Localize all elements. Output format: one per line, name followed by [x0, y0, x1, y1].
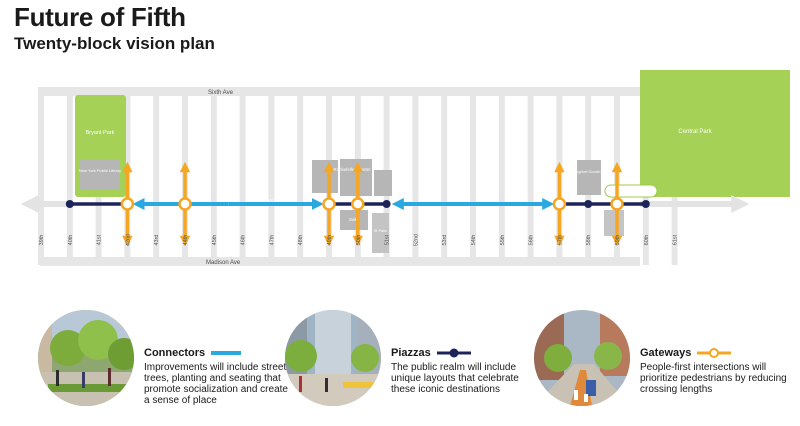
central-park[interactable] [640, 70, 790, 197]
gateways-photo [534, 310, 630, 406]
gateway-44th[interactable] [178, 161, 192, 247]
madison-ave-label: Madison Ave [206, 260, 241, 266]
gateway-49th[interactable] [322, 161, 336, 247]
street-label-51st: 51st [385, 234, 391, 245]
gateways-label: Gateways [640, 347, 692, 359]
gateway-42nd[interactable] [120, 161, 135, 247]
madison-ave-band [40, 257, 640, 266]
cross-street-39th [38, 87, 44, 265]
street-label-52nd: 52nd [413, 234, 419, 246]
fifth-ave-label: Fifth Ave [254, 198, 274, 204]
street-labels: 39th 40th 41st 42nd 43rd 44th 45th 46th 47th 48th… [39, 234, 679, 246]
piazza-dot-icon [436, 348, 471, 358]
library-building[interactable] [80, 159, 120, 190]
street-label-43rd: 43rd [154, 234, 160, 245]
gateway-57th[interactable] [552, 161, 567, 247]
street-label-47th: 47th [269, 235, 275, 246]
street-label-56th: 56th [529, 235, 535, 246]
street-label-58th: 58th [586, 235, 592, 246]
plaza-block[interactable] [604, 210, 624, 236]
bryant-park-label: Bryant Park [86, 130, 115, 136]
gateways [120, 161, 624, 247]
saks-building[interactable] [340, 210, 368, 230]
page-title: Future of Fifth [14, 2, 186, 32]
piazzas-photo [285, 310, 381, 406]
sixth-ave-band [40, 87, 640, 96]
piazzas [65, 200, 650, 208]
cross-street-48th [297, 87, 304, 265]
gateway-59th[interactable] [610, 161, 624, 247]
bergdorf-building[interactable] [577, 160, 601, 195]
street-label-57th: 57th [557, 235, 563, 246]
street-label-53rd: 53rd [442, 234, 448, 245]
connectors-text: Connectors Improvements will include str… [144, 347, 292, 406]
cross-street-56th [527, 87, 534, 265]
cross-street-46th [239, 87, 246, 265]
central-park-label: Central Park [678, 129, 712, 135]
cross-street-43rd [153, 87, 160, 265]
rockefeller-annex[interactable] [374, 170, 392, 196]
gateways-head: Gateways [640, 347, 788, 359]
page-subtitle: Twenty-block vision plan [14, 34, 215, 53]
cross-street-55th [498, 87, 505, 265]
piazza-dot-40th[interactable] [65, 200, 74, 208]
piazzas-head: Piazzas [391, 347, 539, 359]
street-label-42nd: 42nd [125, 234, 131, 246]
piazzas-description: The public realm will include unique lay… [391, 362, 519, 395]
gateways-description: People-first intersections will prioriti… [640, 362, 787, 395]
rockefeller-building[interactable] [312, 160, 338, 193]
cross-street-54th [470, 87, 476, 265]
street-label-54th: 54th [471, 235, 477, 246]
connector-line-icon [211, 351, 242, 355]
street-map: Bryant Park Central Park New York Public… [20, 70, 790, 266]
street-label-49th: 49th [327, 235, 333, 246]
sixth-ave-label: Sixth Ave [208, 90, 234, 96]
cross-street-45th [210, 87, 217, 265]
piazza-dot-58th[interactable] [584, 200, 593, 208]
street-label-50th: 50th [356, 235, 362, 246]
connectors-label: Connectors [144, 347, 206, 359]
gateway-ring-icon [697, 348, 732, 358]
st-pats-label: St Pats [374, 228, 387, 233]
street-label-60th: 60th [644, 235, 650, 246]
cross-street-52nd [412, 87, 419, 265]
street-label-55th: 55th [500, 235, 506, 246]
bergdorf-label: Bergdorf Goodman [572, 169, 606, 174]
connectors-photo [38, 310, 134, 406]
plaza-fountain[interactable] [604, 184, 658, 198]
street-label-59th: 59th [615, 235, 621, 246]
street-label-39th: 39th [39, 235, 45, 246]
rockefeller-label: Rockefeller Center [333, 167, 371, 172]
piazzas-text: Piazzas The public realm will include un… [391, 347, 539, 395]
library-label: New York Public Library [79, 168, 121, 173]
street-label-48th: 48th [298, 235, 304, 246]
gateway-50th[interactable] [351, 161, 365, 247]
st-pats-building[interactable] [372, 213, 389, 253]
street-label-61st: 61st [673, 234, 679, 245]
piazzas-label: Piazzas [391, 347, 431, 359]
piazza-dot-60th[interactable] [641, 200, 650, 208]
street-label-40th: 40th [68, 235, 74, 246]
connectors-head: Connectors [144, 347, 292, 359]
street-label-44th: 44th [183, 235, 189, 246]
street-label-41st: 41st [97, 234, 103, 245]
street-label-46th: 46th [241, 235, 247, 246]
connectors-description: Improvements will include street trees, … [144, 362, 288, 406]
gateways-text: Gateways People-first intersections will… [640, 347, 788, 395]
rockefeller-tower[interactable] [340, 159, 372, 196]
street-label-45th: 45th [212, 235, 218, 246]
saks-label: Saks [349, 217, 360, 222]
cross-street-53rd [441, 87, 448, 265]
piazza-dot-51st[interactable] [382, 200, 391, 208]
cross-street-47th [268, 87, 275, 265]
cross-street-40th [66, 87, 73, 265]
